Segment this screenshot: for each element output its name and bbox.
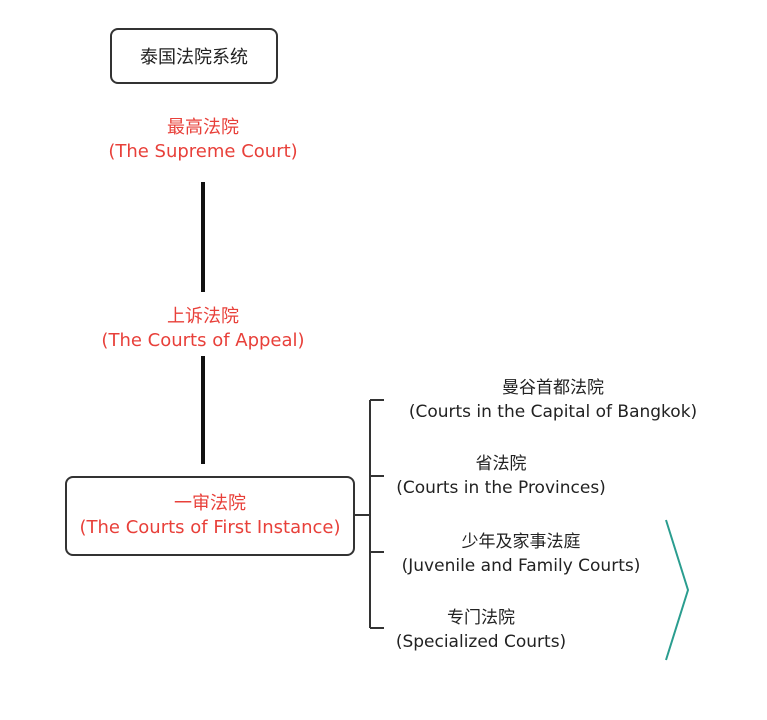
branch-juvenile-en: (Juvenile and Family Courts): [401, 556, 641, 576]
first-instance-zh: 一审法院: [174, 493, 246, 514]
branch-bangkok: 曼谷首都法院 (Courts in the Capital of Bangkok…: [388, 376, 718, 424]
title-box: 泰国法院系统: [110, 28, 278, 84]
diagram-title: 泰国法院系统: [140, 47, 248, 68]
supreme-court-en: (The Supreme Court): [108, 141, 298, 162]
branch-specialized: 专门法院 (Specialized Courts): [376, 606, 586, 654]
appeal-court-zh: 上诉法院: [167, 306, 239, 327]
first-instance-en: (The Courts of First Instance): [79, 517, 341, 538]
node-courts-of-first-instance: 一审法院 (The Courts of First Instance): [65, 476, 355, 556]
branch-specialized-en: (Specialized Courts): [395, 632, 567, 652]
appeal-court-en: (The Courts of Appeal): [101, 330, 305, 351]
branch-juvenile-zh: 少年及家事法庭: [461, 532, 581, 552]
node-supreme-court: 最高法院 (The Supreme Court): [103, 116, 303, 164]
branch-provinces-en: (Courts in the Provinces): [396, 478, 606, 498]
branch-specialized-zh: 专门法院: [447, 608, 515, 628]
supreme-court-zh: 最高法院: [167, 117, 239, 138]
branch-bangkok-en: (Courts in the Capital of Bangkok): [408, 402, 698, 422]
node-courts-of-appeal: 上诉法院 (The Courts of Appeal): [83, 305, 323, 353]
branch-provinces-zh: 省法院: [475, 454, 527, 474]
chevron-right-icon: [665, 519, 690, 661]
branch-juvenile-family: 少年及家事法庭 (Juvenile and Family Courts): [376, 530, 666, 578]
branch-bangkok-zh: 曼谷首都法院: [502, 378, 604, 398]
branch-provinces: 省法院 (Courts in the Provinces): [376, 452, 626, 500]
